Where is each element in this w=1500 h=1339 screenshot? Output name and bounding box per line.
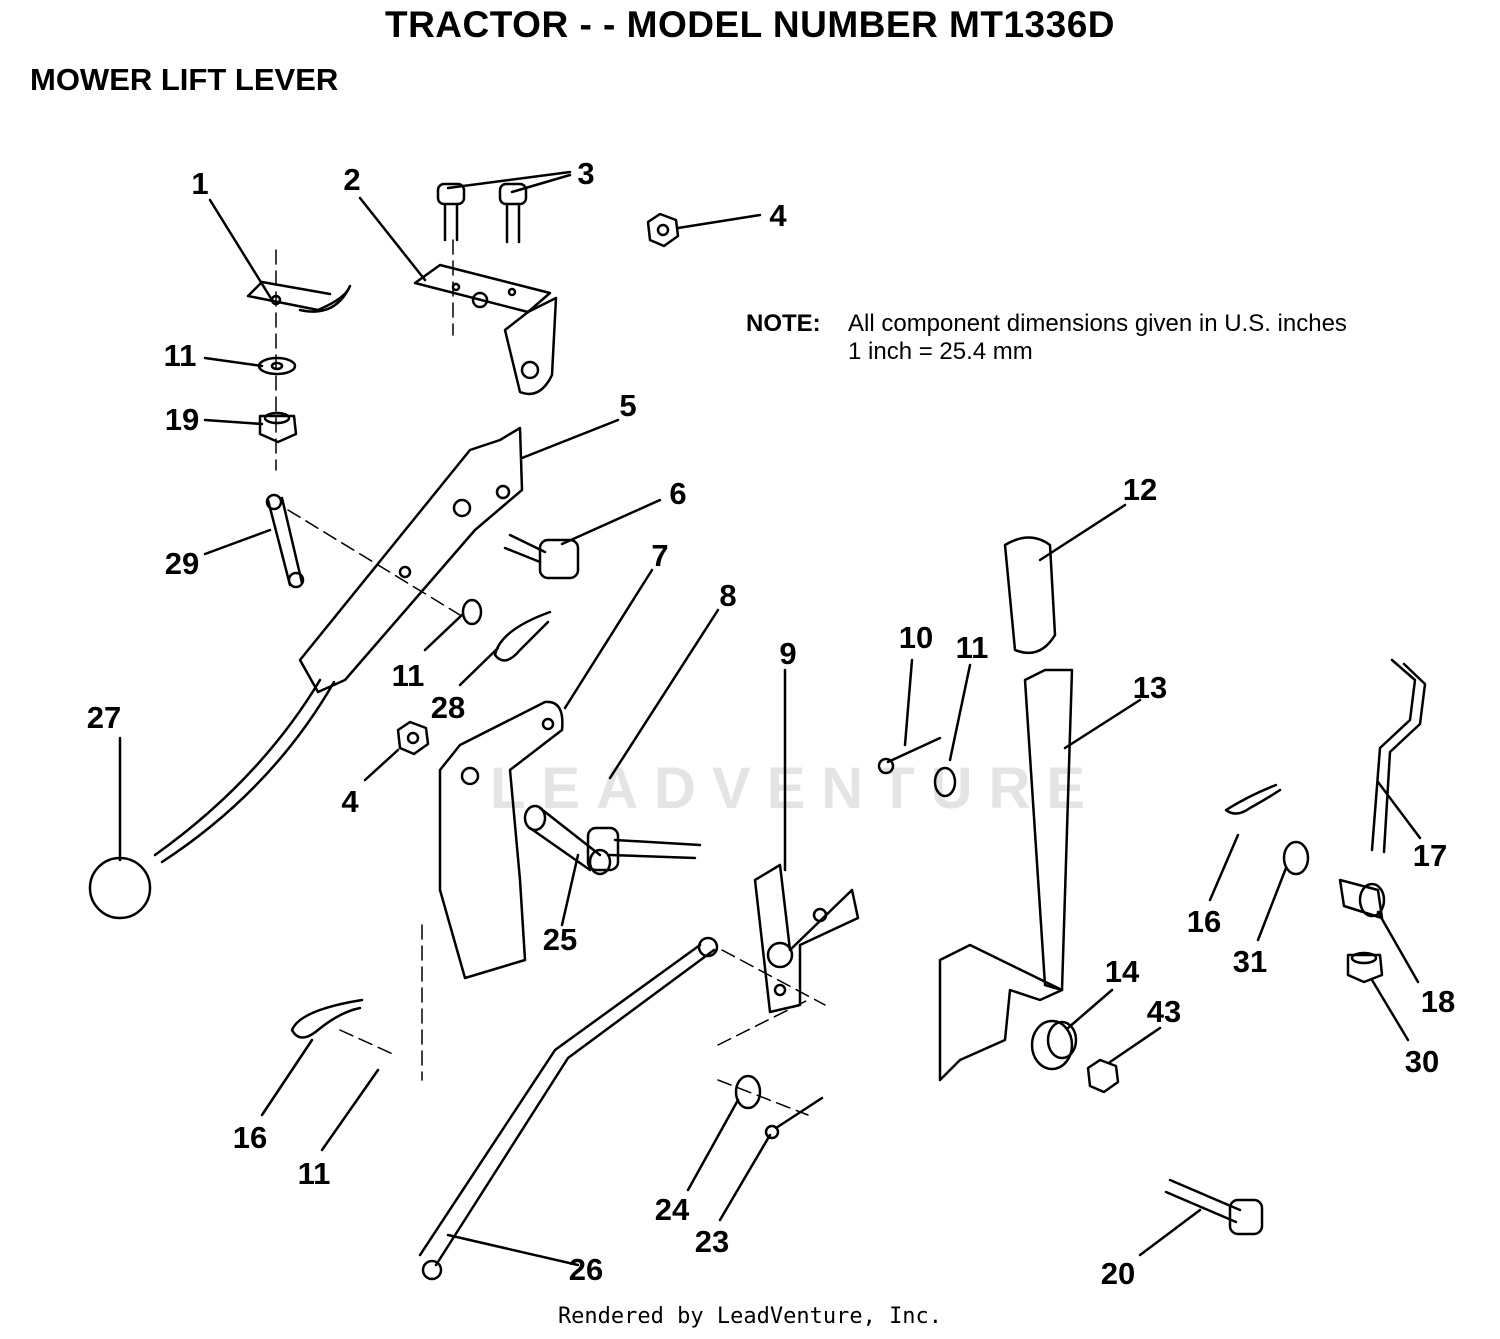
callout-4: 4 bbox=[341, 784, 359, 819]
callout-16: 16 bbox=[1187, 904, 1221, 939]
footer-credit: Rendered by LeadVenture, Inc. bbox=[557, 1304, 943, 1329]
callout-27: 27 bbox=[87, 700, 121, 735]
callout-13: 13 bbox=[1133, 670, 1167, 705]
callout-16: 16 bbox=[233, 1120, 267, 1155]
note-line-1: All component dimensions given in U.S. i… bbox=[848, 310, 1347, 337]
page-title: TRACTOR - - MODEL NUMBER MT1336D bbox=[384, 4, 1115, 45]
callout-25: 25 bbox=[543, 922, 577, 957]
callout-24: 24 bbox=[655, 1192, 690, 1227]
callout-11: 11 bbox=[956, 630, 989, 665]
note-line-2: 1 inch = 25.4 mm bbox=[848, 338, 1033, 365]
callout-8: 8 bbox=[719, 578, 736, 613]
callout-3: 3 bbox=[577, 156, 594, 191]
callout-43: 43 bbox=[1147, 994, 1181, 1029]
callout-6: 6 bbox=[669, 476, 686, 511]
callout-28: 28 bbox=[431, 690, 465, 725]
callout-23: 23 bbox=[695, 1224, 729, 1259]
callout-9: 9 bbox=[779, 636, 796, 671]
note-label: NOTE: bbox=[746, 310, 821, 337]
callout-2: 2 bbox=[343, 162, 360, 197]
callout-30: 30 bbox=[1405, 1044, 1439, 1079]
callout-31: 31 bbox=[1233, 944, 1267, 979]
callout-29: 29 bbox=[165, 546, 199, 581]
callout-12: 12 bbox=[1123, 472, 1157, 507]
callout-11: 11 bbox=[164, 338, 197, 373]
callout-17: 17 bbox=[1413, 838, 1447, 873]
callout-19: 19 bbox=[165, 402, 199, 437]
watermark: LEADVENTURE bbox=[490, 756, 1102, 821]
callout-5: 5 bbox=[619, 388, 636, 423]
callout-11: 11 bbox=[392, 658, 425, 693]
callout-26: 26 bbox=[569, 1252, 603, 1287]
callout-18: 18 bbox=[1421, 984, 1455, 1019]
callout-4: 4 bbox=[769, 198, 787, 233]
callout-14: 14 bbox=[1105, 954, 1140, 989]
callout-11: 11 bbox=[298, 1156, 331, 1191]
dimension-note: NOTE: All component dimensions given in U… bbox=[746, 310, 1347, 366]
callout-1: 1 bbox=[191, 166, 208, 201]
callout-10: 10 bbox=[899, 620, 933, 655]
callout-20: 20 bbox=[1101, 1256, 1135, 1291]
section-title: MOWER LIFT LEVER bbox=[30, 62, 339, 97]
callout-7: 7 bbox=[651, 538, 668, 573]
